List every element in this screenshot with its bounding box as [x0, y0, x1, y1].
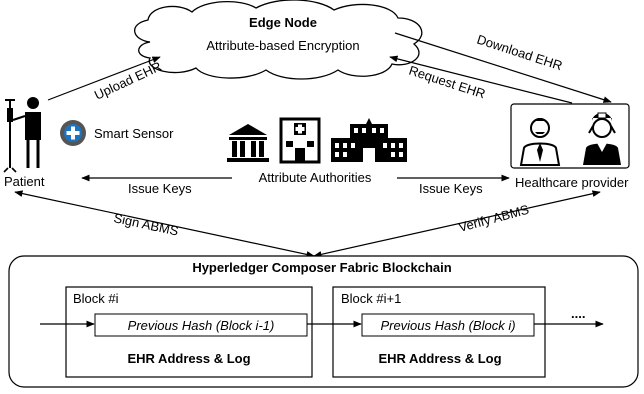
request-ehr-arrow	[389, 55, 573, 104]
issue-keys-left-label: Issue Keys	[128, 181, 192, 196]
verify-abms-arrow	[313, 190, 601, 258]
blockchain-title: Hyperledger Composer Fabric Blockchain	[192, 260, 451, 275]
edge-node-title: Edge Node	[249, 15, 317, 30]
block-label: Block #i+1	[341, 291, 401, 306]
previous-hash-text: Previous Hash (Block i-1)	[128, 318, 275, 333]
block-content: EHR Address & Log	[378, 351, 501, 366]
patient-icon	[3, 97, 41, 173]
smart-sensor-label: Smart Sensor	[94, 126, 174, 141]
healthcare-provider-icon	[510, 103, 630, 169]
download-ehr-arrow	[394, 32, 612, 103]
edge-node-subtitle: Attribute-based Encryption	[206, 38, 359, 53]
edge-node-cloud	[134, 0, 423, 80]
previous-hash-box	[361, 313, 535, 337]
building-icon	[331, 118, 407, 162]
smart-sensor-icon	[60, 120, 86, 146]
healthcare-provider-label: Healthcare provider	[515, 175, 629, 190]
block-content: EHR Address & Log	[127, 351, 250, 366]
request-ehr-label: Request EHR	[407, 63, 487, 102]
verify-abms-label: Verify ABMS	[457, 202, 531, 235]
issue-keys-right-label: Issue Keys	[419, 181, 483, 196]
sign-abms-arrow	[14, 190, 315, 258]
previous-hash-box	[94, 313, 308, 337]
hospital-icon	[279, 117, 321, 164]
sign-abms-label: Sign ABMS	[112, 210, 180, 238]
previous-hash-text: Previous Hash (Block i)	[380, 318, 515, 333]
block-label: Block #i	[73, 291, 119, 306]
attribute-authorities-label: Attribute Authorities	[259, 170, 372, 185]
upload-ehr-arrow	[47, 56, 161, 101]
bank-icon	[227, 124, 269, 162]
download-ehr-label: Download EHR	[475, 32, 564, 74]
chain-continuation: ....	[571, 306, 585, 321]
upload-ehr-label: Upload EHR	[92, 59, 164, 103]
patient-label: Patient	[4, 174, 45, 189]
